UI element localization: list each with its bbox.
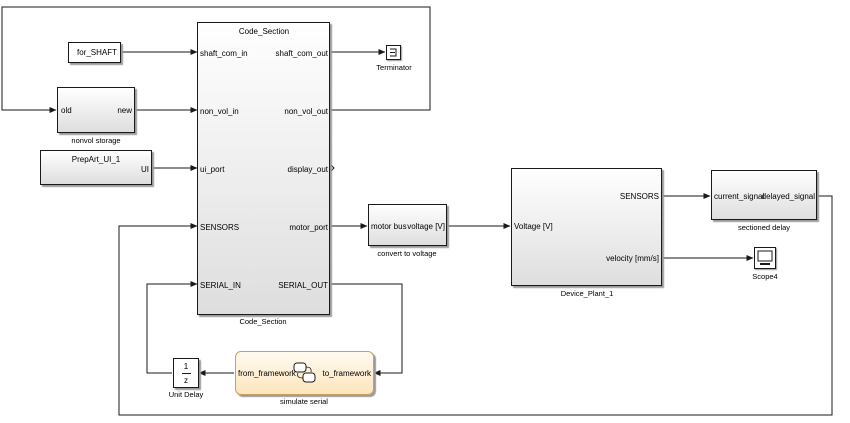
port-serial-out: SERIAL_OUT [278,281,328,290]
nonvol-storage-block[interactable]: old new [57,87,135,133]
line-serial-out-to-sim[interactable] [330,283,403,376]
nonvol-in-label: old [61,106,72,115]
port-ui-port: ui_port [200,165,225,174]
delay-out-label: delayed_signal [761,192,815,201]
unit-delay-block[interactable]: 1 z [173,358,199,388]
code-section-title: Code_Section [238,27,290,36]
port-sensors-in: SENSORS [200,223,240,232]
line-delay-to-serial-in[interactable] [146,281,198,374]
delay-in-label: current_signal [714,192,765,201]
for-shaft-label: for_SHAFT [77,48,118,57]
port-shaft-com-out: shaft_com_out [275,49,328,58]
convert-out-label: voltage [V] [407,222,445,231]
port-shaft-com-in: shaft_com_in [200,49,248,58]
prepart-ui-out-label: UI [141,165,149,174]
convert-voltage-block[interactable]: motor bus voltage [V] [368,204,447,246]
unit-delay-denominator: z [184,376,188,385]
convert-in-label: motor bus [371,222,407,231]
nonvol-storage-caption: nonvol storage [71,136,121,145]
line-delay-to-sensors[interactable] [118,195,833,416]
plant-out-sensors: SENSORS [619,192,659,201]
code-section-caption: Code_Section [239,317,287,326]
simulate-serial-caption: simulate serial [280,397,328,406]
device-plant-block[interactable]: Voltage [V] SENSORS velocity [mm/s] [511,168,662,286]
sim-serial-out-label: to_framework [322,369,371,378]
prepart-ui-block[interactable]: PrepArt_UI_1 UI [40,150,152,185]
unit-delay-caption: Unit Delay [168,390,204,399]
scope-icon [757,250,773,265]
prepart-ui-title: PrepArt_UI_1 [71,155,121,164]
for-shaft-block[interactable]: for_SHAFT [68,42,121,63]
plant-out-velocity: velocity [mm/s] [606,254,659,263]
sectioned-delay-caption: sectioned delay [737,223,791,232]
port-display-out: display_out [287,165,328,174]
sectioned-delay-block[interactable]: current_signal delayed_signal [711,170,817,220]
device-plant-caption: Device_Plant_1 [560,289,614,298]
port-motor-port: motor_port [289,223,328,232]
scope-caption: Scope4 [752,272,778,281]
terminator-block[interactable] [386,45,401,60]
terminator-caption: Terminator [376,63,412,72]
display-out-port-chevron [329,163,335,173]
port-non-vol-in: non_vol_in [200,107,239,116]
port-serial-in: SERIAL_IN [200,281,241,290]
line-nonvol-feedback[interactable] [1,6,431,113]
convert-voltage-caption: convert to voltage [377,249,437,258]
unit-delay-fraction-bar [182,373,191,374]
nonvol-out-label: new [117,106,132,115]
simulate-serial-block[interactable]: from_framework to_framework [235,351,374,395]
terminator-icon [390,48,397,57]
unit-delay-numerator: 1 [183,362,189,371]
stateflow-chart-icon [293,362,316,383]
code-section-block[interactable]: Code_Section shaft_com_in non_vol_in ui_… [197,22,330,315]
plant-in-label: Voltage [V] [514,222,553,231]
sim-serial-in-label: from_framework [238,369,296,378]
port-non-vol-out: non_vol_out [284,107,328,116]
scope-block[interactable] [754,247,776,269]
